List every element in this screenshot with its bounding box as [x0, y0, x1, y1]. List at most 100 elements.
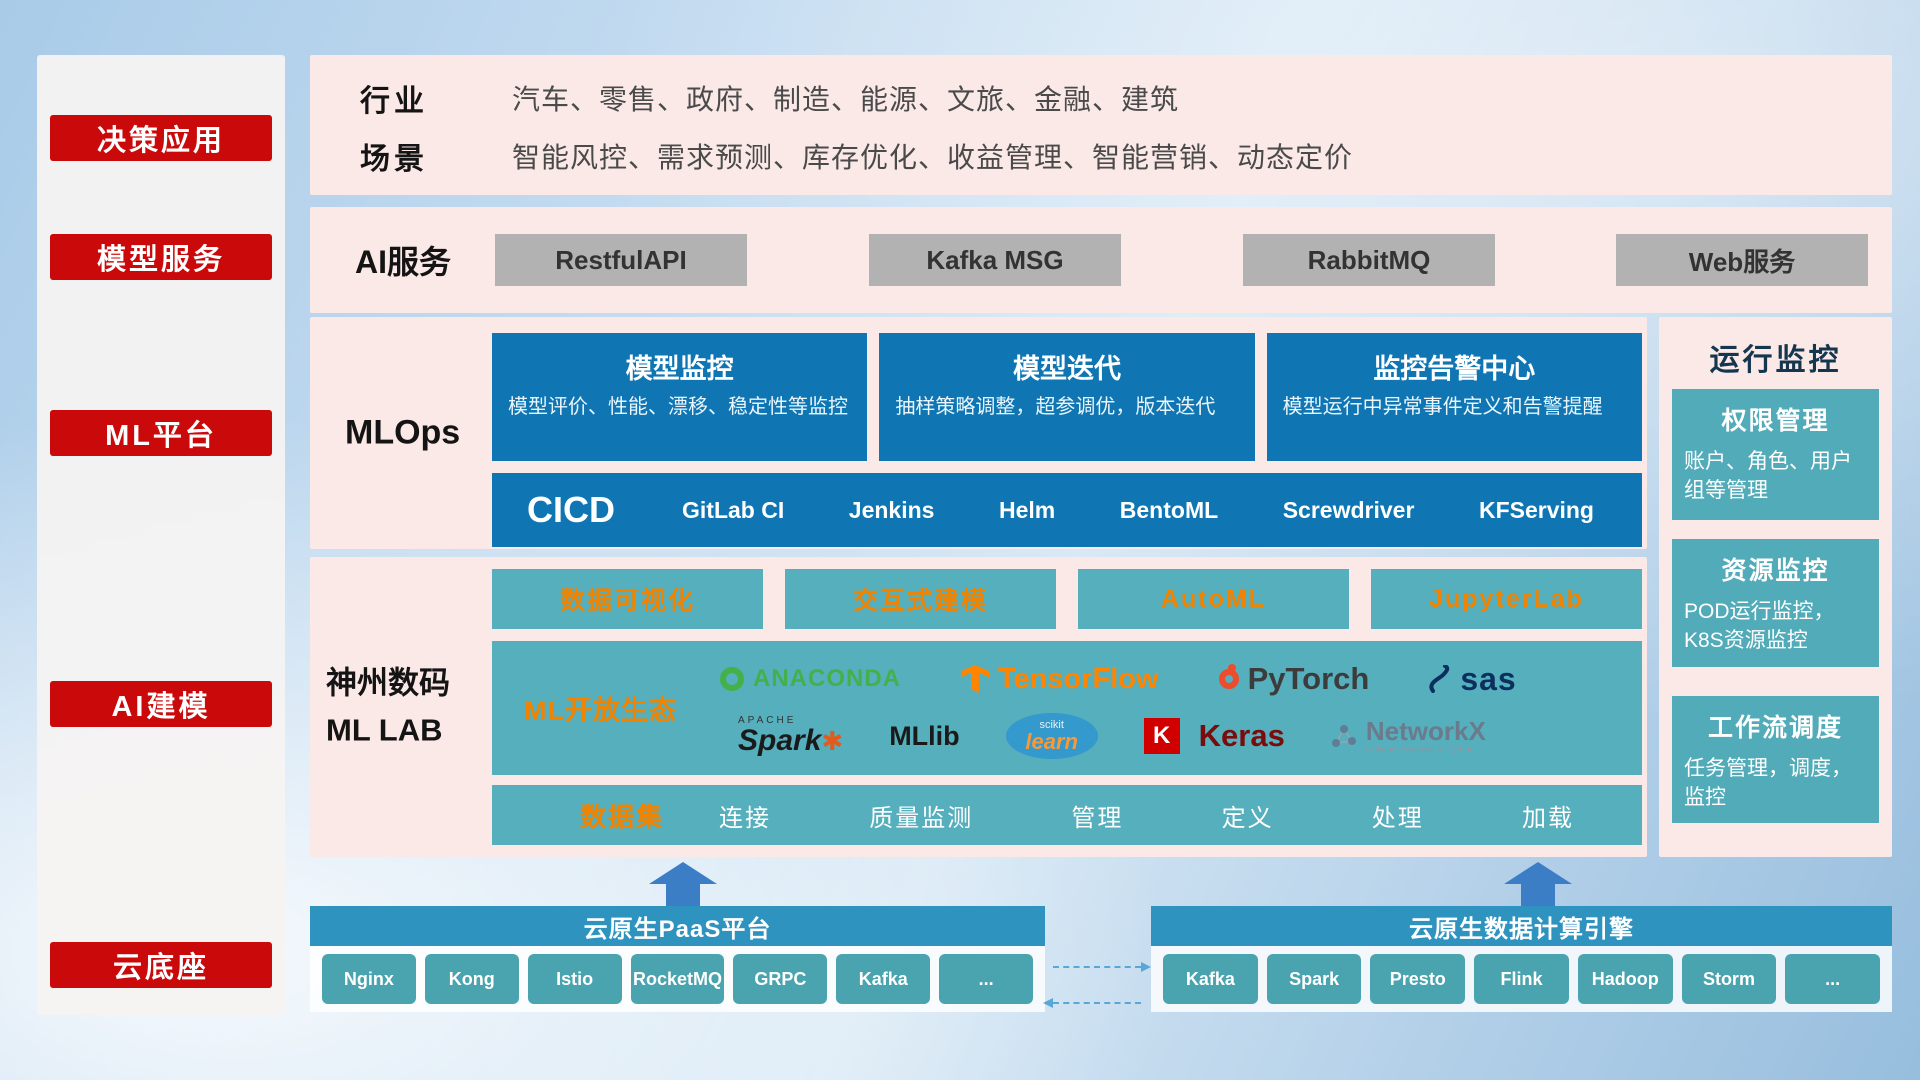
pytorch-label: PyTorch [1247, 661, 1370, 696]
cicd-tools: GitLab CI Jenkins Helm BentoML Screwdriv… [652, 497, 1642, 524]
card-desc: 任务管理，调度，监控 [1684, 757, 1852, 810]
card-desc: POD运行监控，K8S资源监控 [1684, 600, 1835, 653]
mllab-label-line2: ML LAB [326, 712, 443, 747]
card-title: 资源监控 [1721, 557, 1830, 585]
industry-list: 汽车、零售、政府、制造、能源、文旅、金融、建筑 [512, 84, 1180, 115]
card-resource-monitoring: 资源监控 POD运行监控，K8S资源监控 [1672, 539, 1879, 667]
paas-tools-strip: Nginx Kong Istio RocketMQ GRPC Kafka ... [310, 946, 1045, 1012]
ml-ecosystem-block: ML开放生态 ANACONDA TensorFlow PyTorch sas [492, 641, 1642, 775]
chip-interactive-modeling: 交互式建模 [785, 569, 1056, 629]
industry-scenario-panel: 行业 汽车、零售、政府、制造、能源、文旅、金融、建筑 场景 智能风控、需求预测、… [310, 55, 1892, 195]
data-engine-bar: 云原生数据计算引擎 [1151, 906, 1892, 946]
mllab-top-tools: 数据可视化 交互式建模 AutoML JupyterLab [492, 569, 1642, 629]
up-arrow-icon [649, 862, 717, 906]
dataset-quality: 质量监测 [869, 804, 974, 832]
tool-grpc: GRPC [733, 954, 828, 1004]
scikit-learn-logo: scikit learn [1005, 713, 1098, 759]
card-title: 模型监控 [625, 354, 734, 384]
layer-model-service: 模型服务 [50, 234, 272, 280]
card-alert-center: 监控告警中心 模型运行中异常事件定义和告警提醒 [1266, 333, 1642, 461]
tool-storm: Storm [1681, 954, 1777, 1004]
card-desc: 账户、角色、用户组等管理 [1684, 450, 1852, 503]
networkx-text: NetworkX Network Analysis in Python [1366, 717, 1486, 755]
networkx-logo: NetworkX Network Analysis in Python [1331, 717, 1486, 755]
keras-label: Keras [1198, 718, 1285, 753]
card-model-monitoring: 模型监控 模型评价、性能、漂移、稳定性等监控 [492, 333, 868, 461]
scenario-list: 智能风控、需求预测、库存优化、收益管理、智能营销、动态定价 [512, 142, 1354, 173]
tool-bentoml: BentoML [1119, 496, 1219, 523]
cicd-bar: CICD GitLab CI Jenkins Helm BentoML Scre… [492, 473, 1642, 547]
mlops-panel: MLOps 模型监控 模型评价、性能、漂移、稳定性等监控 模型迭代 抽样策略调整… [310, 317, 1647, 549]
cicd-label: CICD [527, 489, 615, 530]
ai-service-panel: AI服务 RestfulAPI Kafka MSG RabbitMQ Web服务 [310, 207, 1892, 313]
dataset-items: 连接 质量监测 管理 定义 处理 加载 [664, 798, 1642, 833]
service-restfulapi: RestfulAPI [495, 234, 747, 286]
card-workflow-scheduling: 工作流调度 任务管理，调度，监控 [1672, 696, 1879, 823]
card-desc: 抽样策略调整，超参调优，版本迭代 [895, 396, 1216, 418]
service-rabbitmq: RabbitMQ [1243, 234, 1495, 286]
spark-star-icon: ✱ [821, 726, 844, 756]
industry-label: 行业 [360, 85, 428, 118]
pytorch-icon [1218, 664, 1239, 689]
scikit-label-top: scikit [1039, 718, 1064, 731]
card-desc: 模型运行中异常事件定义和告警提醒 [1282, 396, 1603, 418]
mllab-label: 神州数码 ML LAB [326, 661, 491, 754]
card-model-iteration: 模型迭代 抽样策略调整，超参调优，版本迭代 [879, 333, 1255, 461]
tool-kafka: Kafka [1163, 954, 1258, 1004]
networkx-label: NetworkX [1365, 715, 1486, 746]
sas-logo: sas [1429, 661, 1516, 698]
card-title: 监控告警中心 [1373, 354, 1536, 384]
card-permission-management: 权限管理 账户、角色、用户组等管理 [1672, 389, 1879, 520]
card-title: 工作流调度 [1707, 714, 1843, 742]
layer-decision-app: 决策应用 [50, 115, 272, 161]
tool-rocketmq: RocketMQ [630, 954, 725, 1004]
networkx-icon [1331, 724, 1356, 747]
logo-row-1: ANACONDA TensorFlow PyTorch sas [720, 655, 1517, 703]
tool-hadoop: Hadoop [1577, 954, 1673, 1004]
service-web: Web服务 [1616, 234, 1868, 286]
dataset-manage: 管理 [1071, 804, 1124, 832]
tool-spark: Spark [1266, 954, 1362, 1004]
keras-logo: K Keras [1143, 718, 1285, 754]
spark-text: APACHE Spark✱ [738, 716, 843, 756]
mllab-label-line1: 神州数码 [326, 665, 450, 701]
layer-ai-modeling: AI建模 [50, 681, 272, 727]
scikit-label-main: learn [1025, 728, 1078, 754]
layer-sidebar [37, 55, 285, 1015]
pytorch-logo: PyTorch [1218, 661, 1370, 697]
tool-jenkins: Jenkins [848, 496, 935, 523]
monitoring-title: 运行监控 [1709, 344, 1842, 377]
card-title: 权限管理 [1721, 407, 1830, 435]
chip-automl: AutoML [1078, 569, 1349, 629]
tensorflow-label: TensorFlow [998, 662, 1159, 695]
dataset-connect: 连接 [719, 804, 772, 832]
tool-helm: Helm [998, 496, 1056, 523]
tool-kfserving: KFServing [1478, 496, 1594, 523]
layer-ml-platform: ML平台 [50, 410, 272, 456]
tool-more: ... [939, 954, 1034, 1004]
anaconda-icon [720, 667, 744, 691]
tensorflow-icon [961, 665, 989, 693]
sas-label: sas [1460, 660, 1517, 697]
monitoring-panel: 运行监控 权限管理 账户、角色、用户组等管理 资源监控 POD运行监控，K8S资… [1659, 317, 1892, 857]
tool-kong: Kong [424, 954, 519, 1004]
mlops-cards: 模型监控 模型评价、性能、漂移、稳定性等监控 模型迭代 抽样策略调整，超参调优，… [492, 333, 1642, 461]
dataset-define: 定义 [1221, 804, 1274, 832]
dataset-load: 加载 [1521, 804, 1574, 832]
tensorflow-logo: TensorFlow [961, 663, 1159, 696]
up-arrow-icon [1504, 862, 1572, 906]
logo-row-2: APACHE Spark✱ MLlib scikit learn K Keras [738, 709, 1486, 763]
dataset-row: 数据集 连接 质量监测 管理 定义 处理 加载 [492, 785, 1642, 845]
anaconda-label: ANACONDA [753, 665, 901, 692]
mllib-logo: MLlib [889, 720, 960, 751]
service-kafka-msg: Kafka MSG [869, 234, 1121, 286]
dataset-process: 处理 [1371, 804, 1424, 832]
chip-jupyterlab: JupyterLab [1371, 569, 1642, 629]
tool-istio: Istio [527, 954, 622, 1004]
dashed-arrow-right-icon [1053, 962, 1151, 972]
engine-tools-strip: Kafka Spark Presto Flink Hadoop Storm ..… [1151, 946, 1892, 1012]
tool-more: ... [1785, 954, 1881, 1004]
networkx-sublabel: Network Analysis in Python [1365, 744, 1475, 755]
scenario-row: 场景 智能风控、需求预测、库存优化、收益管理、智能营销、动态定价 [360, 135, 1353, 177]
